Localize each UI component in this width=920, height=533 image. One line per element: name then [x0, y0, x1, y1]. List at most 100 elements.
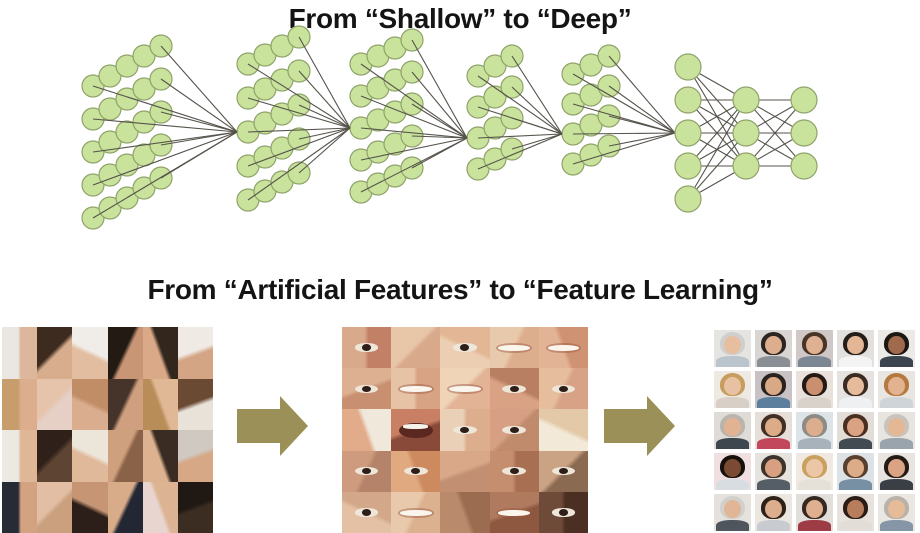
connection-line [360, 137, 468, 161]
right-arrow-icon [604, 396, 675, 456]
connection-line [572, 73, 676, 134]
smile-shape [449, 386, 481, 393]
network-node [98, 64, 122, 88]
connection-line [411, 137, 468, 169]
connection-line [298, 70, 351, 129]
mosaic-tile [391, 491, 441, 533]
mosaic-tile [177, 327, 213, 379]
eye-shape [551, 508, 576, 517]
mosaic-tile [177, 481, 213, 533]
mosaic-tile [538, 368, 588, 410]
title-features-to-learning: From “Artificial Features” to “Feature L… [147, 274, 773, 305]
eye-shape [551, 384, 576, 393]
connection-line [477, 75, 563, 135]
mosaic-tile [37, 430, 73, 482]
connection-line [477, 133, 563, 139]
connection-line [411, 39, 468, 139]
mosaic-tile [2, 430, 38, 482]
connection-line [92, 85, 238, 133]
network-node [115, 87, 139, 111]
eye-shape [453, 425, 477, 435]
connection-line [411, 135, 468, 139]
smile-shape [400, 509, 432, 517]
network-node [483, 116, 507, 140]
smile-shape [547, 345, 580, 352]
mlp-edge [687, 99, 747, 200]
connection-line [247, 63, 351, 129]
mosaic-tile [2, 327, 38, 379]
connection-line [511, 117, 563, 135]
portrait-avatar [755, 412, 792, 449]
mosaic-tile [440, 450, 490, 492]
network-node [483, 54, 507, 78]
mosaic-tile [391, 327, 441, 369]
portrait-avatar [837, 330, 874, 367]
portrait-avatar [755, 494, 792, 531]
network-node [132, 110, 156, 134]
connection-line [160, 111, 238, 133]
mosaic-tile [440, 491, 490, 533]
mosaic-tile [440, 368, 490, 410]
mosaic-tile [342, 327, 392, 369]
eye-shape [403, 467, 428, 476]
mlp-node [790, 86, 818, 114]
connection-line [608, 85, 676, 134]
mlp-node [674, 119, 702, 147]
mosaic-tile [72, 327, 108, 379]
mosaic-tile [72, 378, 108, 430]
mlp-node [790, 152, 818, 180]
mosaic-tile [142, 430, 178, 482]
connection-line [360, 137, 468, 193]
eye-shape [453, 343, 477, 352]
network-node [115, 120, 139, 144]
right-arrow-icon [237, 396, 308, 456]
eye-shape [354, 343, 379, 352]
mlp-node [674, 185, 702, 213]
eye-shape [502, 384, 526, 393]
portrait-avatar [755, 453, 792, 490]
mlp-node [790, 119, 818, 147]
portrait-avatar [796, 494, 833, 531]
mosaic-tile [391, 368, 441, 410]
open-mouth-shape [399, 422, 433, 439]
mosaic-tile [37, 378, 73, 430]
mosaic-tile [142, 327, 178, 379]
portrait-avatar [878, 412, 915, 449]
connection-line [511, 86, 563, 135]
eye-shape [354, 508, 379, 517]
connection-line [160, 78, 238, 133]
smile-shape [400, 386, 432, 393]
portrait-avatar [796, 371, 833, 408]
mosaic-tile [2, 481, 38, 533]
portrait-avatar [714, 494, 751, 531]
mosaic-tile [177, 430, 213, 482]
connection-line [92, 131, 238, 153]
connection-line [608, 115, 676, 134]
mlp-node [674, 152, 702, 180]
mosaic-tile [489, 450, 539, 492]
mlp-node [732, 86, 760, 114]
neural-network-diagram [81, 25, 818, 230]
portrait-avatar [796, 330, 833, 367]
mosaic-tile [538, 409, 588, 451]
connection-line [247, 127, 351, 201]
portrait-avatar [878, 330, 915, 367]
eye-shape [551, 467, 576, 476]
mosaic-tile [342, 368, 392, 410]
mosaic-tile [142, 481, 178, 533]
portrait-avatar [755, 371, 792, 408]
mlp-edge [687, 132, 747, 200]
portrait-avatar [796, 453, 833, 490]
portrait-avatar [837, 494, 874, 531]
mosaic-tile [107, 430, 143, 482]
mosaic-tile [2, 378, 38, 430]
mosaic-tile [342, 450, 392, 492]
mlp-node [732, 119, 760, 147]
eye-shape [502, 425, 526, 435]
connection-line [247, 97, 351, 129]
mosaic-tile [142, 378, 178, 430]
mlp-node [732, 152, 760, 180]
mosaic-tile [37, 327, 73, 379]
mosaic-tile [37, 481, 73, 533]
